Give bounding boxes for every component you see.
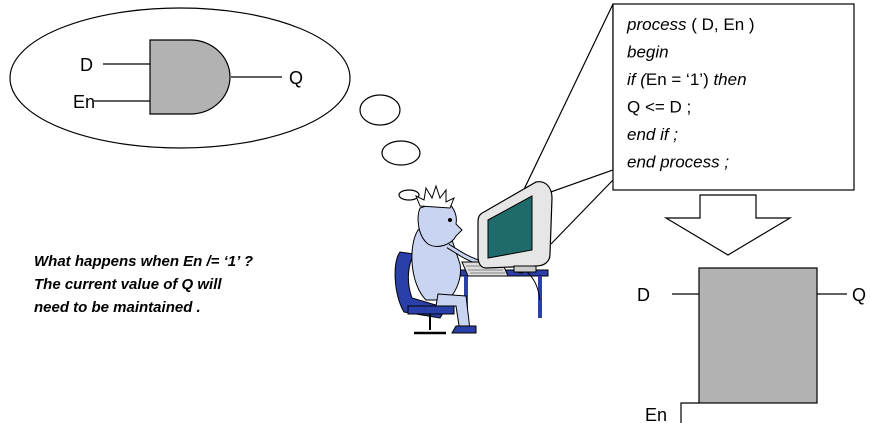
latch-body (698, 267, 818, 404)
person-hair (415, 184, 455, 209)
gate-body (149, 39, 231, 115)
code-token: process (626, 15, 687, 34)
latch-output-q-label: Q (852, 285, 866, 305)
callout-pointer-lower (550, 179, 614, 245)
code-line: begin (627, 43, 669, 62)
callout-pointer-upper (515, 3, 614, 206)
person-at-computer (394, 181, 553, 335)
chair (394, 251, 455, 335)
thought-bubble-dot-large (359, 94, 401, 126)
person-eye (448, 218, 452, 222)
code-token: begin (627, 43, 669, 62)
code-token: En = ‘1’) (646, 70, 714, 89)
code-token: Q <= D ; (627, 98, 691, 117)
note-line-3: need to be maintained . (34, 299, 201, 316)
person-head (417, 199, 463, 247)
code-line: process ( D, En ) (626, 15, 755, 34)
thought-bubble-dot-small (398, 189, 420, 201)
note-line-2: The current value of Q will (34, 276, 222, 293)
monitor (477, 181, 553, 273)
monitor-stand (513, 265, 537, 273)
code-line: Q <= D ; (627, 98, 691, 117)
note-text: What happens when En /= ‘1’ ? The curren… (34, 253, 253, 316)
code-lines: process ( D, En ) begin if (En = ‘1’) then… (626, 15, 755, 172)
monitor-screen (487, 195, 533, 259)
person-shoe (451, 325, 477, 334)
latch-block: D Q En (637, 267, 866, 423)
down-arrow (663, 194, 793, 256)
code-box (612, 3, 855, 191)
code-callout: process ( D, En ) begin if (En = ‘1’) then… (515, 3, 855, 245)
code-line: if (En = ‘1’) then (627, 70, 747, 89)
code-token: end if ; (627, 125, 678, 144)
latch-input-d-label: D (637, 285, 650, 305)
code-token: end process ; (627, 153, 729, 172)
latch-input-en-wire (680, 402, 699, 423)
code-token: ( D, En ) (687, 15, 755, 34)
person-arm-fill (447, 244, 479, 264)
gate-input-d-label: D (80, 55, 93, 75)
code-token: then (713, 70, 746, 89)
gate-output-q-label: Q (289, 68, 303, 88)
chair-seat (407, 305, 455, 315)
code-line: end process ; (627, 153, 729, 172)
code-line: end if ; (627, 125, 678, 144)
code-token: if ( (627, 70, 648, 89)
latch-input-en-label: En (645, 405, 667, 423)
note-line-1: What happens when En /= ‘1’ ? (34, 253, 253, 270)
gate-input-en-label: En (73, 92, 95, 112)
thought-bubble-dot-medium (381, 140, 421, 166)
thought-gate: D En Q (73, 39, 303, 115)
